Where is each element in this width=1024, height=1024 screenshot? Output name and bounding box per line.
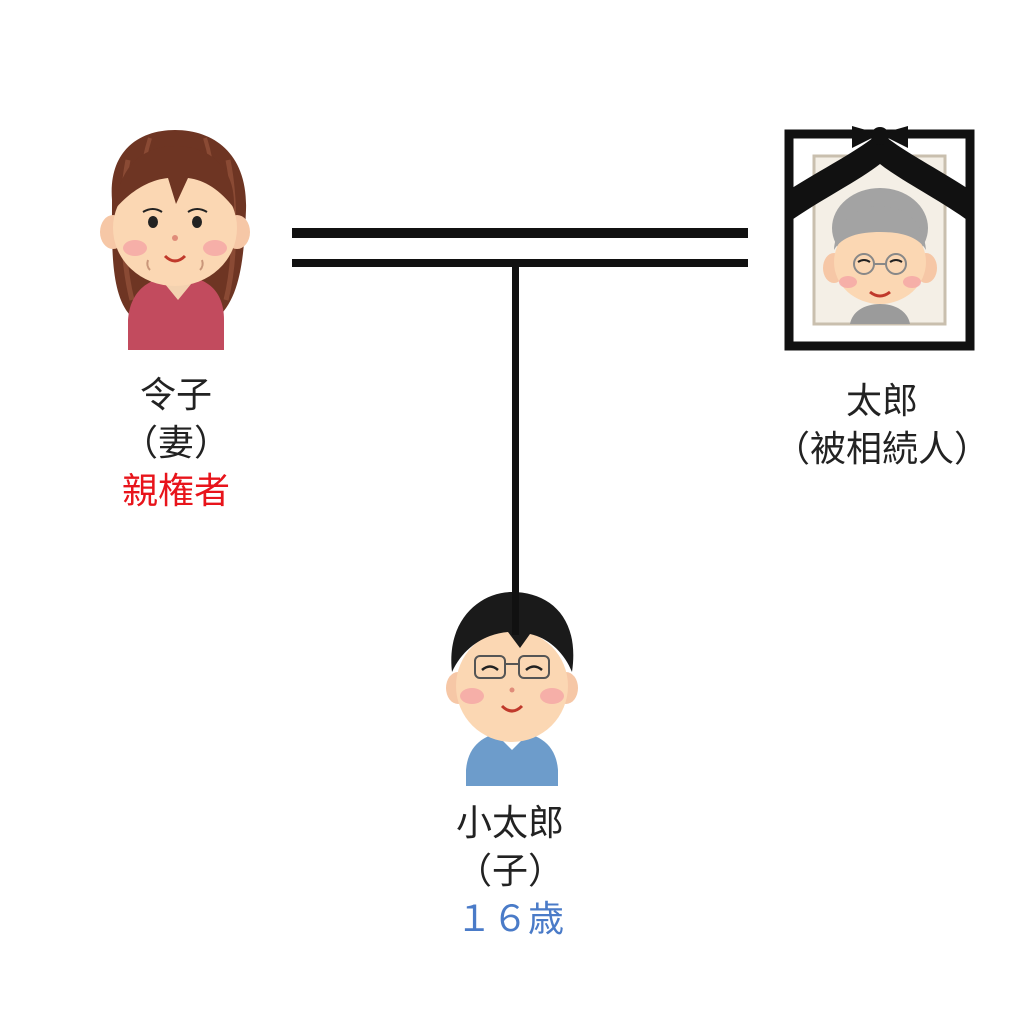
child-age: １６歳 bbox=[455, 899, 564, 940]
wife-relation: （妻） bbox=[121, 423, 230, 464]
husband-illustration bbox=[784, 126, 975, 351]
wife-role: 親権者 bbox=[121, 471, 230, 512]
husband-name: 太郎 bbox=[845, 381, 918, 422]
child-label: 小太郎 （子） １６歳 bbox=[380, 800, 640, 944]
marriage-line bbox=[292, 228, 748, 267]
descent-line-front bbox=[512, 580, 519, 635]
husband-label: 太郎 （被相続人） bbox=[752, 378, 1012, 474]
wife-label: 令子 （妻） 親権者 bbox=[46, 372, 306, 516]
wife-illustration bbox=[100, 130, 250, 350]
husband-relation: （被相続人） bbox=[773, 429, 990, 470]
child-name: 小太郎 bbox=[455, 803, 564, 844]
wife-name: 令子 bbox=[139, 375, 212, 416]
child-relation: （子） bbox=[455, 851, 564, 892]
descent-line bbox=[512, 263, 519, 593]
